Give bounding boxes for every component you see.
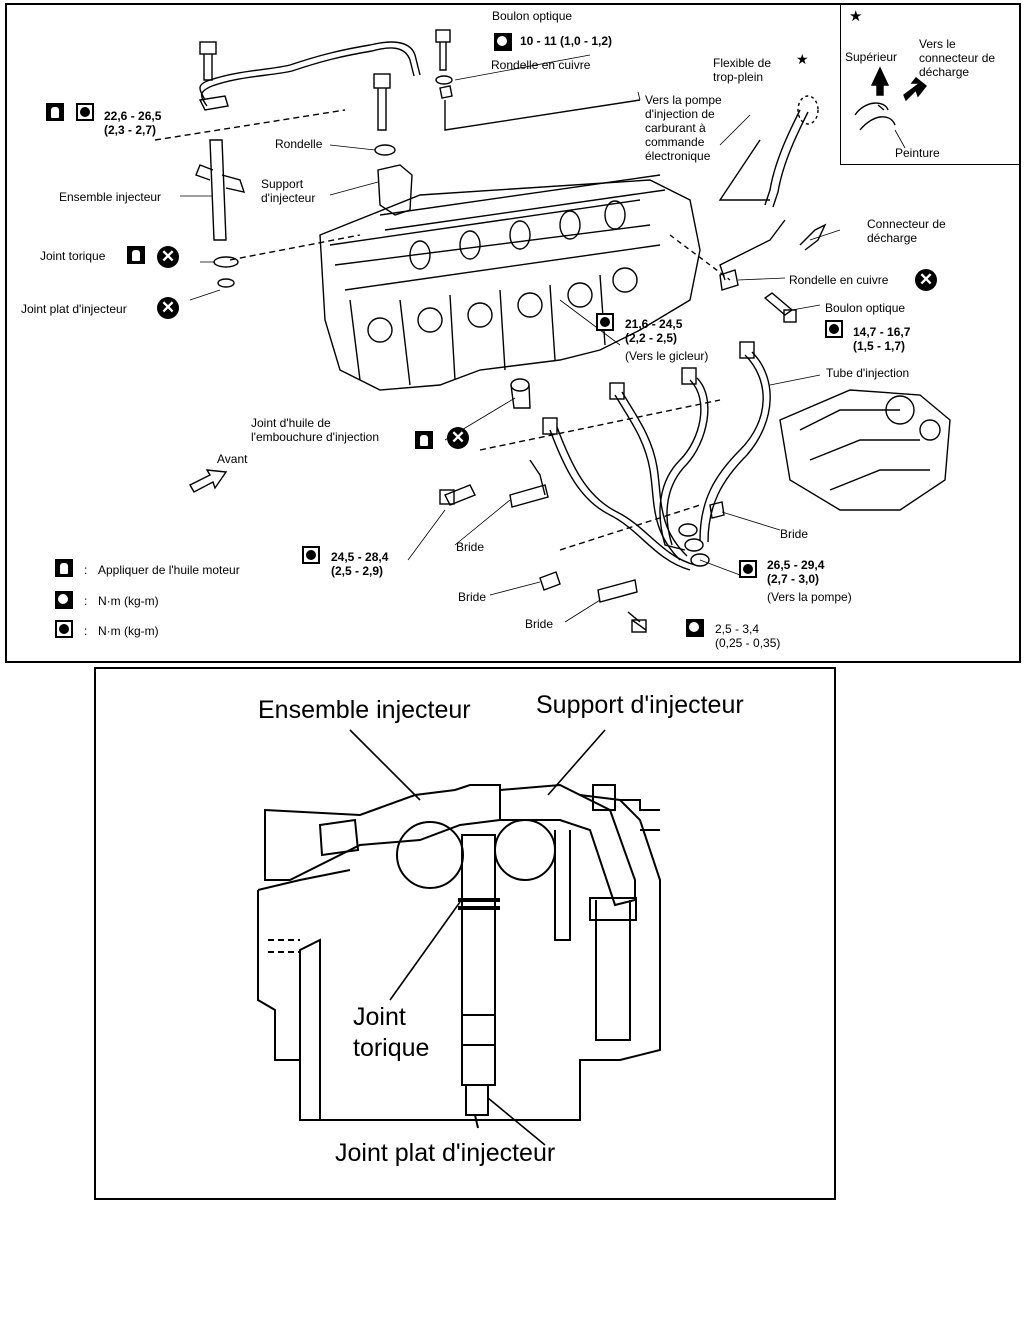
- note-peinture: Peinture: [895, 146, 940, 160]
- detail-view-panel: [94, 667, 836, 1200]
- oil-icon: [127, 246, 145, 264]
- replace-icon: ✕: [157, 297, 179, 319]
- label-joint-huile: Joint d'huile de l'embouchure d'injectio…: [251, 416, 379, 444]
- note-box: ★ Supérieur Vers le connecteur de déchar…: [840, 3, 1021, 165]
- legend-nm-1: N·m (kg-m): [98, 594, 159, 608]
- legend-colon: :: [84, 624, 88, 638]
- label-torque-boulon-top: 10 - 11 (1,0 - 1,2): [520, 34, 613, 48]
- label-vers-pompe: Vers la pompe d'injection de carburant à…: [645, 93, 722, 163]
- legend-oil: Appliquer de l'huile moteur: [98, 563, 240, 577]
- detail-label-joint-torique: Joint torique: [353, 1003, 430, 1062]
- label-tube-injection: Tube d'injection: [826, 366, 910, 380]
- label-torque-left: 22,6 - 26,5 (2,3 - 2,7): [104, 109, 162, 137]
- torque-icon: [686, 619, 704, 637]
- label-torque-gicleur: 21,6 - 24,5 (2,2 - 2,5): [625, 317, 683, 345]
- torque-icon: [76, 103, 94, 121]
- label-bride-2: Bride: [456, 540, 485, 554]
- label-connecteur-decharge: Connecteur de décharge: [867, 217, 946, 245]
- note-star: ★: [849, 8, 863, 25]
- note-vers-connecteur: Vers le connecteur de décharge: [919, 37, 996, 79]
- label-flexible: Flexible de trop-plein: [713, 56, 772, 84]
- label-torque-right: 14,7 - 16,7 (1,5 - 1,7): [853, 325, 911, 353]
- label-rondelle-cuivre-top: Rondelle en cuivre: [491, 58, 591, 72]
- label-torque-pompe: 26,5 - 29,4 (2,7 - 3,0): [767, 558, 825, 586]
- torque-icon: [494, 33, 512, 51]
- label-boulon-optique-right: Boulon optique: [825, 301, 906, 315]
- label-vers-gicleur: (Vers le gicleur): [625, 349, 709, 363]
- detail-label-ensemble: Ensemble injecteur: [258, 696, 471, 724]
- torque-icon: [825, 320, 843, 338]
- label-ensemble-injecteur: Ensemble injecteur: [59, 190, 162, 204]
- torque-icon: [55, 620, 73, 638]
- star-mark: ★: [796, 51, 809, 67]
- label-rondelle-cuivre-right: Rondelle en cuivre: [789, 273, 889, 287]
- label-bride-4: Bride: [525, 617, 554, 631]
- detail-label-support: Support d'injecteur: [536, 691, 744, 719]
- label-boulon-optique-top: Boulon optique: [492, 9, 573, 23]
- label-joint-torique: Joint torique: [40, 249, 106, 263]
- label-bride-3: Bride: [458, 590, 487, 604]
- legend-nm-2: N·m (kg-m): [98, 624, 159, 638]
- replace-icon: ✕: [915, 269, 937, 291]
- torque-icon: [55, 591, 73, 609]
- replace-icon: ✕: [157, 246, 179, 268]
- legend-colon: :: [84, 594, 88, 608]
- label-bride-1: Bride: [780, 527, 809, 541]
- label-vers-pompe-2: (Vers la pompe): [767, 590, 852, 604]
- label-avant: Avant: [217, 452, 248, 466]
- detail-label-joint-plat: Joint plat d'injecteur: [335, 1139, 556, 1167]
- oil-icon: [46, 103, 64, 121]
- label-support: Support d'injecteur: [261, 177, 316, 205]
- label-torque-small: 2,5 - 3,4 (0,25 - 0,35): [715, 622, 781, 650]
- label-torque-bottom-left: 24,5 - 28,4 (2,5 - 2,9): [331, 550, 389, 578]
- torque-icon: [302, 546, 320, 564]
- oil-icon: [55, 559, 73, 577]
- label-joint-plat: Joint plat d'injecteur: [21, 302, 127, 316]
- torque-icon: [739, 560, 757, 578]
- legend-colon: :: [84, 563, 88, 577]
- replace-icon: ✕: [447, 427, 469, 449]
- torque-icon: [596, 313, 614, 331]
- label-rondelle: Rondelle: [275, 137, 323, 151]
- oil-icon: [415, 431, 433, 449]
- note-superieur: Supérieur: [845, 50, 898, 64]
